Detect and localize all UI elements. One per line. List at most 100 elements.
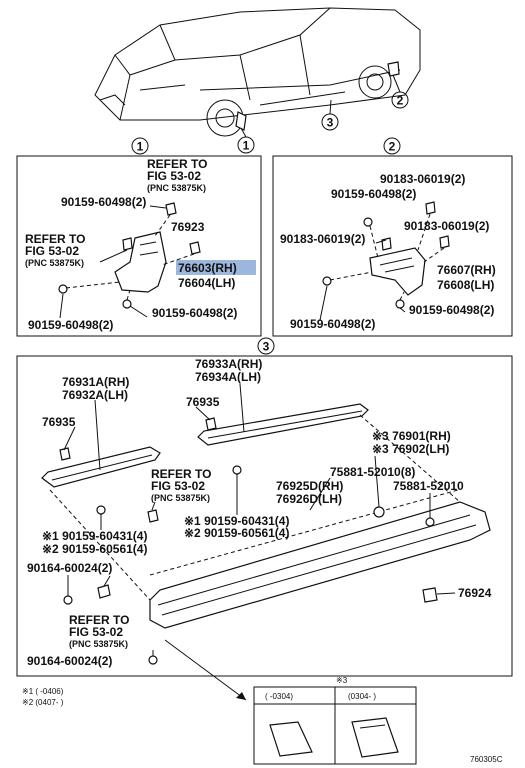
label-76931A: 76931A(RH) bbox=[62, 375, 129, 389]
mudguard-rear bbox=[369, 247, 426, 296]
arrowhead bbox=[236, 692, 246, 700]
clip-76935-a bbox=[205, 417, 217, 431]
refer-1-line3: (PNC 53875K) bbox=[147, 183, 206, 193]
label-90183-06019-left: 90183-06019(2) bbox=[280, 232, 365, 246]
svg-text:2: 2 bbox=[397, 94, 404, 108]
svg-text:2: 2 bbox=[389, 140, 396, 154]
label-76925D: 76925D(RH) bbox=[276, 479, 343, 493]
label-90159-60561-a: ※2 90159-60561(4) bbox=[42, 542, 147, 556]
screw-90159-a bbox=[96, 505, 106, 515]
car-illustration bbox=[94, 7, 421, 137]
screw-p2-left bbox=[322, 276, 332, 286]
refer-2-line3: (PNC 53875K) bbox=[25, 258, 84, 268]
clip-90164-a bbox=[97, 584, 111, 599]
label-90183-06019-top: 90183-06019(2) bbox=[380, 172, 465, 186]
label-90159-60498-bot: 90159-60498(2) bbox=[28, 318, 113, 332]
label-76608: 76608(LH) bbox=[437, 278, 494, 292]
moulding-76933A bbox=[197, 403, 369, 446]
label-76901: ※3 76901(RH) bbox=[372, 429, 451, 443]
clip-75881 bbox=[425, 517, 435, 527]
clip-top-1 bbox=[165, 202, 177, 216]
refer-2-line1: REFER TO bbox=[25, 232, 85, 246]
label-76934A: 76934A(LH) bbox=[195, 370, 261, 384]
clip-76935-b bbox=[59, 447, 71, 461]
note-3-title: ※3 bbox=[336, 676, 348, 685]
moulding-76931A bbox=[41, 446, 161, 488]
label-76923: 76923 bbox=[171, 220, 205, 234]
label-76933A: 76933A(RH) bbox=[195, 357, 262, 371]
refer-4-line1: REFER TO bbox=[69, 613, 129, 627]
variant-a-sketch bbox=[269, 721, 313, 757]
refer-1-line1: REFER TO bbox=[147, 157, 207, 171]
label-76932A: 76932A(LH) bbox=[62, 388, 128, 402]
callout-3-panel: 3 bbox=[257, 337, 275, 355]
refer-2-line2: FIG 53-02 bbox=[25, 244, 79, 258]
panel-2-frame bbox=[272, 155, 513, 337]
label-90159-60498-mid: 90159-60498(2) bbox=[152, 306, 237, 320]
clip-76923 bbox=[189, 241, 201, 255]
refer-4-line3: (PNC 53875K) bbox=[69, 639, 128, 649]
clip-refer-1 bbox=[122, 237, 133, 251]
svg-text:3: 3 bbox=[327, 116, 334, 130]
clip-refer-3 bbox=[147, 509, 159, 523]
label-90159-60561-b: ※2 90159-60561(4) bbox=[184, 526, 289, 540]
label-76607: 76607(RH) bbox=[437, 263, 496, 277]
svg-text:1: 1 bbox=[137, 140, 144, 154]
label-76926D: 76926D(LH) bbox=[276, 492, 342, 506]
label-76924: 76924 bbox=[458, 586, 492, 600]
panel-1-frame bbox=[16, 155, 262, 337]
callout-2-car: 2 bbox=[391, 91, 409, 109]
label-90183-06019-mid: 90183-06019(2) bbox=[404, 219, 489, 233]
refer-1-line2: FIG 53-02 bbox=[147, 169, 201, 183]
note-2: ※2 (0407- ) bbox=[22, 698, 64, 707]
note-3-table: ( -0304) (0304- ) bbox=[253, 686, 417, 765]
callout-1-car: 1 bbox=[237, 136, 255, 154]
panel-3-frame bbox=[16, 355, 513, 677]
clip-p2-left bbox=[381, 237, 392, 251]
plug-76924 bbox=[422, 587, 438, 603]
note-3-col1: ( -0304) bbox=[265, 692, 293, 701]
screw-p2-bottom bbox=[395, 299, 405, 309]
label-90159-60498-p2-top: 90159-60498(2) bbox=[331, 187, 416, 201]
mudguard-front bbox=[114, 231, 167, 293]
label-90159-60498-p2-bot: 90159-60498(2) bbox=[290, 317, 375, 331]
svg-text:1: 1 bbox=[243, 139, 250, 153]
note-3-col2: (0304- ) bbox=[348, 692, 376, 701]
clip-p2-top bbox=[425, 201, 436, 215]
variant-b-sketch bbox=[351, 717, 399, 758]
refer-3-line2: FIG 53-02 bbox=[151, 479, 205, 493]
arrow-to-note-3 bbox=[164, 639, 247, 701]
screw-p2-top bbox=[363, 217, 373, 227]
callout-3-car: 3 bbox=[321, 113, 339, 131]
highlight-76603 bbox=[176, 260, 256, 275]
label-76603: 76603(RH) bbox=[178, 261, 237, 275]
callout-2-panel: 2 bbox=[383, 137, 401, 155]
label-90159-60431-a: ※1 90159-60431(4) bbox=[42, 529, 147, 543]
label-90164-60024-a: 90164-60024(2) bbox=[27, 561, 112, 575]
screw-90159-b bbox=[232, 465, 242, 475]
refer-4-line2: FIG 53-02 bbox=[69, 625, 123, 639]
label-90159-60431-b: ※1 90159-60431(4) bbox=[184, 514, 289, 528]
clip-76901 bbox=[373, 506, 385, 518]
svg-text:3: 3 bbox=[263, 340, 270, 354]
refer-3-line1: REFER TO bbox=[151, 467, 211, 481]
screw-90164-a bbox=[63, 595, 73, 605]
note-1: ※1 ( -0406) bbox=[22, 687, 64, 696]
label-75881-52010-8: 75881-52010(8) bbox=[330, 465, 415, 479]
rocker-panel-76925D bbox=[149, 489, 491, 629]
label-76902: ※3 76902(LH) bbox=[372, 442, 449, 456]
label-76935-a: 76935 bbox=[186, 395, 220, 409]
label-90164-60024-b: 90164-60024(2) bbox=[27, 654, 112, 668]
screw-left-1 bbox=[58, 284, 68, 294]
label-76604: 76604(LH) bbox=[178, 276, 235, 290]
label-90159-60498-p2-right: 90159-60498(2) bbox=[409, 303, 494, 317]
callout-1-panel: 1 bbox=[131, 137, 149, 155]
label-76935-b: 76935 bbox=[42, 415, 76, 429]
refer-3-line3: (PNC 53875K) bbox=[151, 493, 210, 503]
clip-p2-mid bbox=[439, 235, 450, 249]
label-90159-60498-top: 90159-60498(2) bbox=[61, 195, 146, 209]
screw-bottom-1 bbox=[122, 299, 132, 309]
label-75881-52010: 75881-52010 bbox=[393, 479, 464, 493]
figure-code: 760305C bbox=[470, 755, 503, 764]
